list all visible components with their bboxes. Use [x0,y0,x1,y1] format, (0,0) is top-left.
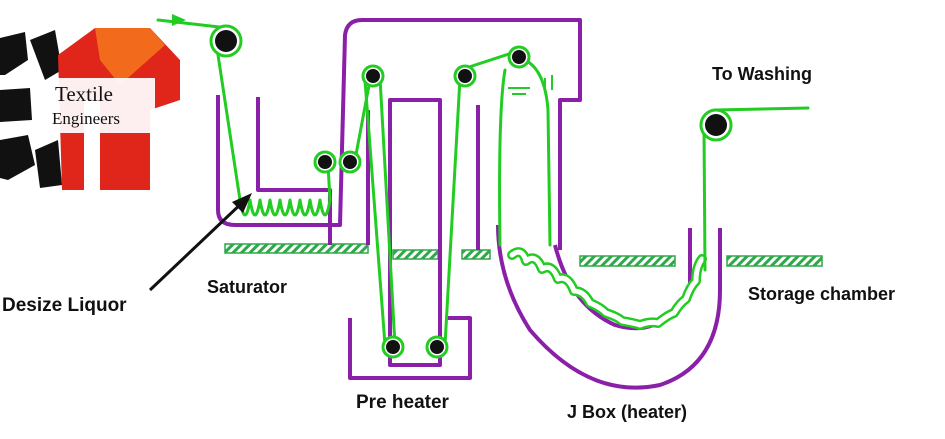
fabric-folds-inner [509,249,705,328]
label-desize-liquor: Desize Liquor [2,295,127,316]
roller-hub [458,69,472,83]
roller-hub [215,30,237,52]
logo-text-panel [50,78,155,133]
liquor-level-marks [508,75,553,95]
floor-bar-storage [726,255,823,267]
floor-bar-saturator [224,243,369,254]
logo-gear-tooth [0,135,35,180]
entry-arrow-icon [172,14,186,26]
logo-line2: Engineers [52,109,120,128]
roller-hub [705,114,727,136]
saturator-inner-wall [256,97,332,245]
roller-hub [343,155,357,169]
fabric-preheater-down2 [378,76,397,347]
logo-line1: Textile [55,82,113,106]
fabric-to-saturator [213,33,242,202]
roller-hub [512,50,526,64]
floor-bar [461,249,491,260]
logo-gear-tooth [0,32,28,75]
label-to-washing: To Washing [712,64,812,84]
roller-hub [318,155,332,169]
fabric-preheater-up [443,76,462,347]
roller-hubs [215,30,727,354]
saturator-outer-wall [216,18,582,250]
preheater-chamber [388,98,442,367]
floor-bar [392,249,439,260]
fabric-exit-up [702,126,707,272]
preheater-base [348,316,472,380]
textile-engineers-logo: Textile Engineers [0,28,180,190]
pointer-arrowhead-icon [232,193,252,213]
fabric-preheater-down1 [363,78,387,347]
roller-hub [430,340,444,354]
jbox-outer-wall [496,224,722,390]
label-pre-heater: Pre heater [356,392,450,413]
fabric-exit-to-washing [713,106,810,112]
fabric-entry [156,18,230,30]
logo-shirt-collar [95,28,165,85]
label-saturator: Saturator [207,277,287,297]
floor-bar [579,255,676,267]
logo-gear-tooth [35,140,62,188]
roller-hub [366,69,380,83]
logo-gear-tooth [30,30,62,80]
fabric-jbox-left [498,68,507,247]
desize-liquor-pointer [148,198,247,292]
roller-hub [386,340,400,354]
label-j-box: J Box (heater) [567,402,687,422]
logo-gear-tooth [0,88,32,122]
fabric-in-saturator [238,198,332,217]
label-storage-chamber: Storage chamber [748,284,895,304]
